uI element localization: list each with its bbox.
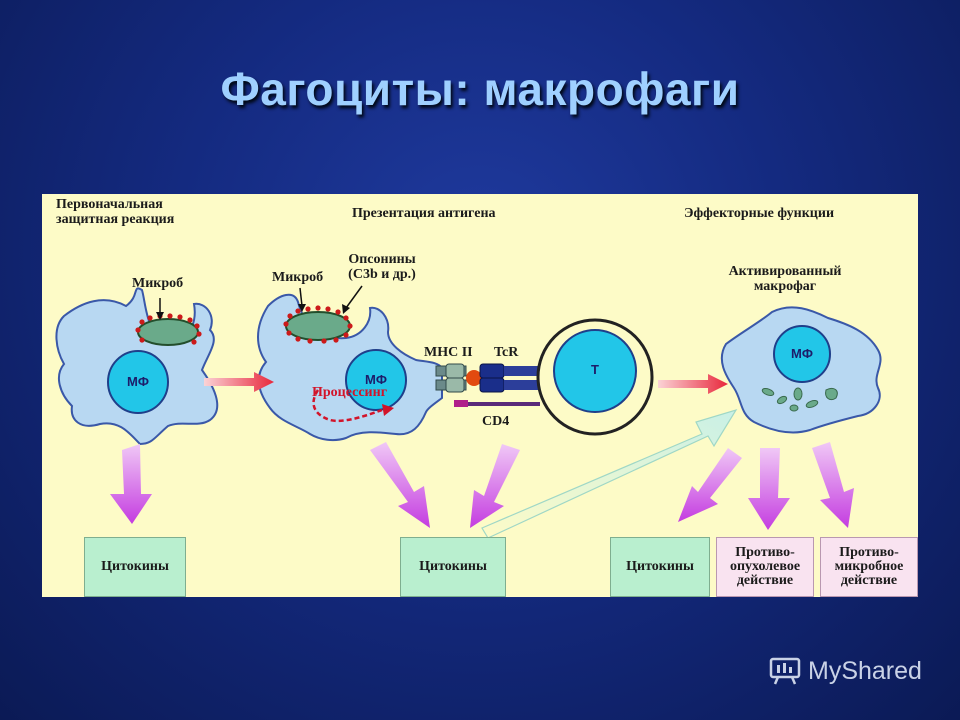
pointer-microbe-2: [298, 287, 306, 312]
myshared-logo-icon: [769, 657, 801, 685]
arrow-stage-1-2: [204, 372, 274, 392]
macrophage-1: [55, 287, 219, 446]
watermark: MyShared: [768, 656, 922, 686]
section-effector: Эффекторные функции: [684, 206, 835, 221]
cell-label-mf-1: МФ: [127, 374, 149, 389]
box-antimicrobial-line-2: микробное: [834, 559, 904, 574]
box-antimicrobial: Противо- микробное действие: [820, 537, 918, 597]
label-tcr: TcR: [494, 345, 519, 360]
microbe-1: [135, 313, 202, 346]
section-initial-line-1: Первоначальная: [56, 197, 163, 212]
label-activated-line-1: Активированный: [728, 264, 842, 279]
t-cell: [536, 318, 654, 436]
arrow-cytokines-2b: [470, 444, 520, 528]
box-antitumor-line-1: Противо-: [735, 545, 795, 560]
cell-label-t: T: [591, 362, 599, 377]
macrophage-3: [720, 306, 882, 434]
receptor-complex: [435, 363, 540, 407]
diagram-panel: Первоначальная защитная реакция Презента…: [42, 194, 918, 597]
box-antitumor-line-3: действие: [736, 573, 794, 588]
section-initial-line-2: защитная реакция: [56, 212, 175, 227]
box-antimicrobial-line-1: Противо-: [839, 545, 899, 560]
label-opsonins-line-2: (C3b и др.): [348, 267, 416, 282]
slide-title: Фагоциты: макрофаги: [220, 63, 740, 115]
box-antitumor: Противо- опухолевое действие: [716, 537, 814, 597]
label-microbe-2: Микроб: [272, 270, 324, 285]
cell-label-mf-2: МФ: [365, 372, 387, 387]
microbe-2: [283, 305, 353, 344]
box-cytokines-1: Цитокины: [84, 537, 186, 597]
box-cytokines-2: Цитокины: [400, 537, 506, 597]
label-activated: Активированный макрофаг: [710, 264, 860, 294]
section-presentation: Презентация антигена: [352, 206, 496, 221]
arrow-cytokines-1: [110, 444, 152, 524]
label-activated-line-2: макрофаг: [753, 279, 817, 294]
macrophage-2: [257, 293, 443, 442]
label-microbe-1: Микроб: [132, 276, 184, 291]
pointer-opsonins: [342, 285, 363, 314]
pointer-microbe-1: [156, 298, 164, 320]
arrow-antimicrobial: [812, 442, 854, 528]
label-mhc: MHC II: [424, 345, 473, 360]
box-cytokines-3: Цитокины: [610, 537, 710, 597]
label-cd4: CD4: [482, 414, 510, 429]
label-processing: Процессинг: [312, 385, 388, 400]
arrow-cytokines-3: [678, 448, 742, 522]
diagram-graphics: [55, 285, 882, 539]
arrow-antitumor: [748, 448, 790, 530]
cell-label-mf-3: МФ: [791, 346, 813, 361]
box-antimicrobial-line-3: действие: [840, 573, 898, 588]
box-antitumor-line-2: опухолевое: [729, 559, 801, 574]
arrow-stage-2-3: [658, 374, 728, 394]
feedback-arrow: [481, 408, 738, 539]
label-opsonins-line-1: Опсонины: [348, 252, 416, 267]
label-opsonins: Опсонины (C3b и др.): [342, 252, 422, 282]
section-initial: Первоначальная защитная реакция: [56, 197, 174, 227]
arrow-cytokines-2a: [370, 442, 430, 528]
watermark-text: MyShared: [808, 656, 922, 685]
